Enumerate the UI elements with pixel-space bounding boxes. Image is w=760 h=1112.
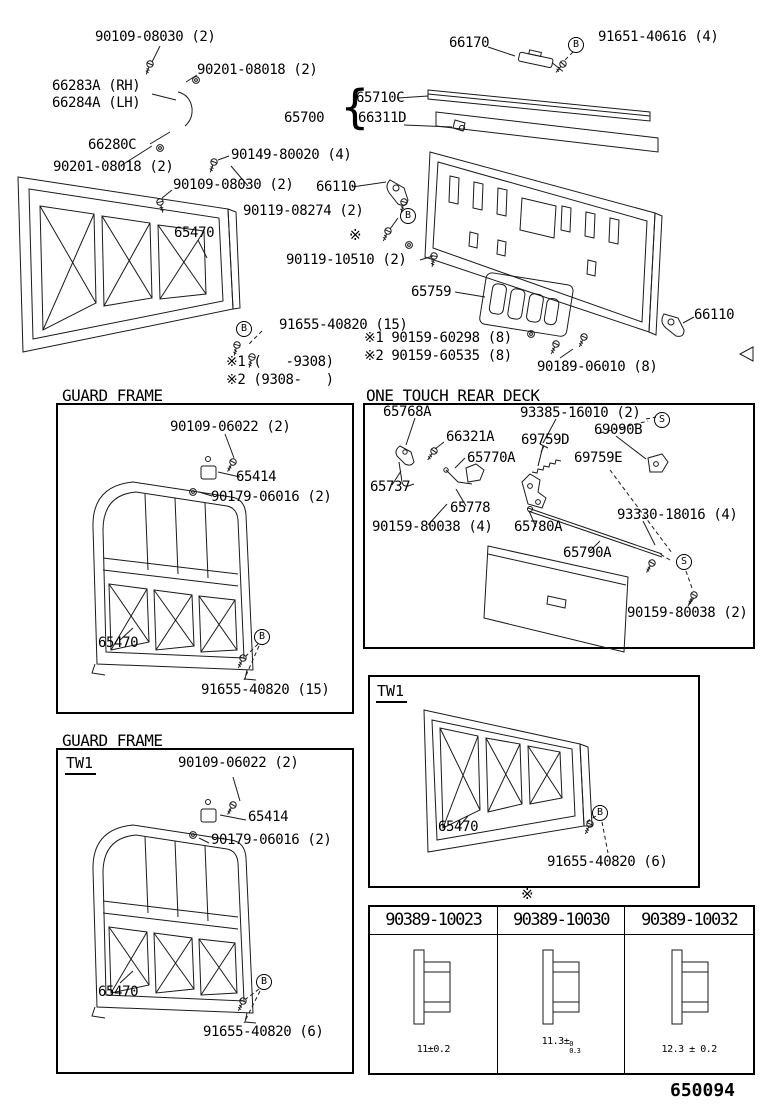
part-label: 90109-06022 (2) [178, 755, 299, 771]
part-label: 65470 [174, 225, 215, 241]
part-label: 90109-08030 (2) [173, 177, 294, 193]
part-label: 66284A (LH) [52, 95, 141, 111]
part-label: 65470 [98, 984, 139, 1000]
part-label: 90179-06016 (2) [211, 832, 332, 848]
part-label: 91651-40616 (4) [598, 29, 719, 45]
part-label: ※2 (9308- ) [226, 372, 334, 388]
part-label: 65414 [236, 469, 277, 485]
part-label: 65710C [356, 90, 405, 106]
part-label: 65737 [370, 479, 411, 495]
part-label: 91655-40820 (6) [547, 854, 668, 870]
part-label: 66283A (RH) [52, 78, 141, 94]
circled-letter: B [400, 208, 416, 224]
guard-frame-upper-title: GUARD FRAME [62, 386, 163, 405]
guard-frame-upper-fasteners [189, 456, 248, 670]
part-label: 66280C [88, 137, 137, 153]
part-label: 90159-80038 (2) [627, 605, 748, 621]
part-label: 65790A [563, 545, 612, 561]
part-label: 90159-80038 (4) [372, 519, 493, 535]
part-label: 65470 [98, 635, 139, 651]
part-label: 93330-18016 (4) [617, 507, 738, 523]
one-touch-rear-deck-box [363, 403, 755, 649]
tailgate-assembly-drawing [386, 49, 754, 362]
part-label: 90119-10510 (2) [286, 252, 407, 268]
part-label: { [341, 80, 369, 134]
part-label: 93385-16010 (2) [520, 405, 641, 421]
fastener-glyphs-top [142, 58, 589, 369]
circled-letter: B [568, 37, 584, 53]
part-label: 90201-08018 (2) [53, 159, 174, 175]
part-label: 90119-08274 (2) [243, 203, 364, 219]
part-label: 69090B [594, 422, 643, 438]
part-label: 66110 [316, 179, 357, 195]
circled-letter: B [256, 974, 272, 990]
table-header-part-1: 90389-10023 [370, 907, 498, 935]
circled-letter: B [236, 321, 252, 337]
table-header-part-2: 90389-10030 [497, 907, 626, 935]
part-label: ※1 90159-60298 (8) [364, 330, 512, 346]
circled-letter: B [254, 629, 270, 645]
part-label: 65780A [514, 519, 563, 535]
table-header-part-3: 90389-10032 [625, 907, 753, 935]
part-label: 69759E [574, 450, 623, 466]
fastener-size-table: 90389-10023 90389-10030 90389-10032 11±0… [368, 905, 755, 1075]
table-cell-1: 11±0.2 [370, 935, 498, 1073]
part-label: ※1 ( -9308) [226, 354, 334, 370]
circled-letter: S [654, 412, 670, 428]
tw1-tailgate-drawing [423, 709, 595, 853]
part-label: 90149-80020 (4) [231, 147, 352, 163]
one-touch-rear-deck-title: ONE TOUCH REAR DECK [366, 386, 540, 405]
part-label: ※ [521, 885, 534, 903]
part-label: 66311D [358, 110, 407, 126]
part-label: 66110 [694, 307, 735, 323]
part-label: ※2 90159-60535 (8) [364, 348, 512, 364]
guard-frame-lower-box [56, 748, 354, 1074]
dimension-label-1: 11±0.2 [416, 1044, 451, 1055]
leader-lines [119, 45, 695, 1024]
part-label: 90201-08018 (2) [197, 62, 318, 78]
guard-frame-upper-box [56, 403, 354, 714]
part-label: 90109-06022 (2) [170, 419, 291, 435]
part-label: 65470 [438, 819, 479, 835]
circled-letter: S [676, 554, 692, 570]
part-label: 65770A [467, 450, 516, 466]
guard-frame-lower-fasteners [189, 799, 248, 1013]
part-label: 65778 [450, 500, 491, 516]
part-label: ※ [349, 226, 362, 244]
figure-number: 650094 [670, 1080, 736, 1101]
guard-frame-panel-drawing [17, 176, 241, 353]
part-label: 65700 [284, 110, 325, 126]
guard-frame-lower-title: GUARD FRAME [62, 731, 163, 750]
part-label: 69759D [521, 432, 570, 448]
part-label: 90189-06010 (8) [537, 359, 658, 375]
dimension-label-3: 12.3 ± 0.2 [661, 1044, 718, 1055]
part-label: 65759 [411, 284, 452, 300]
part-label: 65768A [383, 404, 432, 420]
part-label: 65414 [248, 809, 289, 825]
part-label: 66170 [449, 35, 490, 51]
part-label: 66321A [446, 429, 495, 445]
part-label: 90109-08030 (2) [95, 29, 216, 45]
table-cell-3: 12.3 ± 0.2 [625, 935, 753, 1073]
tw1-panel-tag: TW1 [376, 682, 408, 703]
circled-letter: B [592, 805, 608, 821]
tw1-panel-box [368, 675, 700, 888]
part-label: 91655-40820 (15) [279, 317, 408, 333]
guard-frame-lower-tw1-tag: TW1 [65, 754, 97, 775]
part-label: 90179-06016 (2) [211, 489, 332, 505]
part-label: 91655-40820 (6) [203, 1024, 324, 1040]
one-touch-deck-drawing [395, 443, 699, 653]
part-label: 91655-40820 (15) [201, 682, 330, 698]
